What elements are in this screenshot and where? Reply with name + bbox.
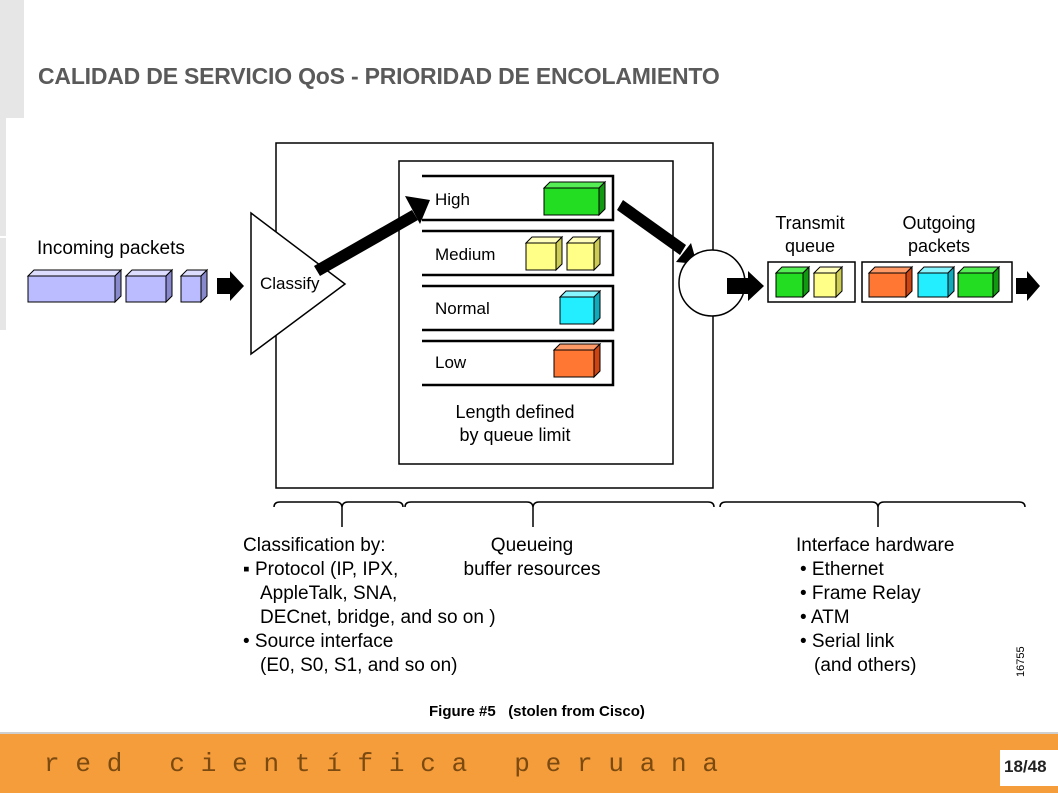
arrow-into-classify	[217, 271, 244, 301]
queue-box	[398, 160, 674, 465]
queue-low-label: Low	[435, 353, 467, 372]
figure-caption: Figure #5 (stolen from Cisco)	[429, 703, 645, 720]
classify-triangle	[250, 211, 347, 356]
packet-green	[774, 265, 811, 299]
classification-line: (E0, S0, S1, and so on)	[260, 655, 458, 676]
brace-queueing	[404, 501, 715, 509]
packet-yellow	[524, 235, 564, 272]
left-accent-bar	[0, 0, 24, 118]
interface-heading: Interface hardware	[796, 535, 954, 556]
classification-line: DECnet, bridge, and so on )	[260, 607, 496, 628]
classification-line: AppleTalk, SNA,	[260, 583, 397, 604]
interface-item: (and others)	[814, 655, 916, 676]
transmit-queue-box	[767, 261, 856, 303]
footer-divider	[0, 732, 1058, 734]
slide-title: CALIDAD DE SERVICIO QoS - PRIORIDAD DE E…	[38, 63, 720, 89]
incoming-packet-small	[179, 268, 209, 304]
packet-yellow	[812, 265, 844, 299]
transmit-label-line1: Transmit	[775, 213, 844, 233]
classification-line: • Source interface	[243, 631, 393, 652]
incoming-packet-large	[26, 268, 123, 304]
left-accent-strip	[0, 118, 6, 330]
queue-normal: Normal	[422, 284, 615, 332]
packet-cyan	[916, 265, 956, 299]
packet-green	[956, 265, 1001, 299]
incoming-packet-medium	[124, 268, 174, 304]
classification-heading: Classification by:	[243, 535, 386, 556]
incoming-packets-label: Incoming packets	[37, 238, 185, 259]
queueing-line2: buffer resources	[464, 559, 601, 580]
page-number-box	[1000, 750, 1058, 786]
footer-brand-text: red científica peruana	[44, 749, 734, 779]
queueing-line1: Queueing	[491, 535, 573, 556]
packet-orange	[867, 265, 914, 299]
transmit-label-line2: queue	[785, 236, 835, 256]
packet-cyan	[558, 289, 602, 326]
outgoing-label-line2: packets	[908, 236, 970, 256]
queue-medium-label: Medium	[435, 245, 495, 264]
arrow-outgoing	[1016, 271, 1040, 301]
classification-line: ▪ Protocol (IP, IPX,	[243, 559, 398, 580]
arrow-high-to-scheduler	[617, 200, 697, 264]
packet-green	[542, 180, 607, 217]
figure-id: 16755	[1015, 646, 1027, 677]
interface-item: • Serial link	[800, 631, 895, 652]
length-label-line1: Length defined	[455, 402, 574, 422]
footer-bar	[0, 734, 1058, 793]
brace-interface	[719, 501, 1026, 509]
brace-classification	[273, 501, 404, 509]
length-label-line2: by queue limit	[459, 425, 570, 445]
queue-normal-label: Normal	[435, 299, 490, 318]
queue-high: High	[422, 174, 615, 222]
queue-low: Low	[422, 339, 615, 387]
outgoing-packets-box	[861, 261, 1013, 303]
outgoing-label-line1: Outgoing	[902, 213, 975, 233]
classify-label: Classify	[260, 274, 320, 293]
page-number: 18/48	[1004, 757, 1047, 776]
packet-yellow	[565, 235, 602, 272]
arrow-to-transmit	[727, 271, 764, 301]
queue-medium: Medium	[422, 229, 615, 277]
packet-orange	[552, 342, 602, 379]
arrow-classify-to-high	[314, 196, 430, 276]
left-accent-divider	[0, 236, 6, 238]
interface-item: • Frame Relay	[800, 583, 921, 604]
queue-high-label: High	[435, 190, 470, 209]
interface-item: • ATM	[800, 607, 850, 628]
interface-item: • Ethernet	[800, 559, 884, 580]
